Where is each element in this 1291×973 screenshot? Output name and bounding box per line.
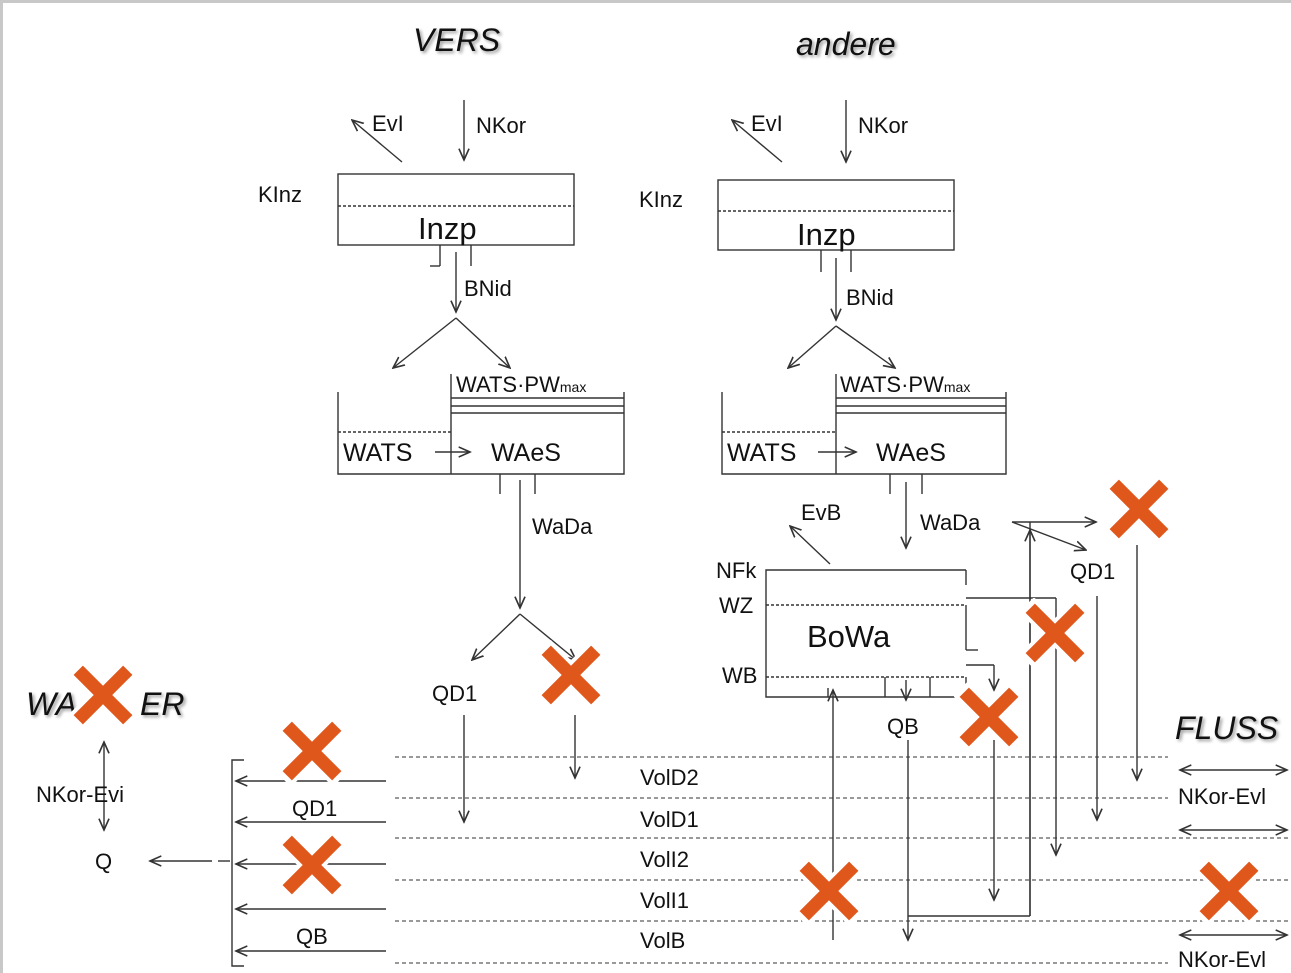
vers-evi-label: EvI: [372, 111, 404, 136]
header-fluss: FLUSS: [1175, 710, 1279, 746]
andere-bowa-label: BoWa: [807, 619, 891, 654]
wasser-nkor-evi-label: NKor-Evi: [36, 782, 125, 807]
vers-qd1-label: QD1: [432, 681, 478, 706]
andere-evi-label: EvI: [751, 111, 783, 136]
andere-wats-label: WATS: [727, 439, 797, 467]
layer-voli2-label: VolI2: [640, 847, 689, 872]
fluss-nkor-evl-label-2: NKor-Evl: [1178, 947, 1267, 972]
vers-wats-label: WATS: [343, 439, 413, 467]
vers-kinz-label: KInz: [258, 182, 303, 207]
andere-kinz-label: KInz: [639, 187, 684, 212]
andere-wb-label: WB: [722, 663, 758, 688]
cross-mark-icon: [536, 640, 606, 710]
andere-inzp-label: Inzp: [797, 217, 856, 252]
vers-wada-label: WaDa: [532, 514, 593, 539]
andere-wats-pw-label: WATS·PWmax: [840, 372, 971, 397]
layer-flow-qd1-label: QD1: [292, 796, 338, 821]
vers-split-right: [455, 317, 510, 368]
andere-evi-arrow: [732, 120, 783, 163]
cross-mark-icon: [68, 660, 138, 730]
header-vers: VERS: [413, 22, 501, 58]
vers-split-left: [393, 317, 457, 368]
layer-vold2-label: VolD2: [640, 765, 699, 790]
andere-nfk-label: NFk: [716, 558, 757, 583]
vers-wats-pw-label: WATS·PWmax: [456, 372, 587, 397]
andere-wats-box: [721, 392, 1007, 475]
cross-mark-icon: [277, 830, 347, 900]
andere-wz-label: WZ: [719, 593, 754, 618]
andere-qb-label: QB: [887, 714, 919, 739]
andere-nkor-label: NKor: [858, 113, 909, 138]
andere-evb-label: EvB: [801, 500, 842, 525]
vers-inzp-label: Inzp: [418, 211, 477, 246]
vers-wats-box: [337, 392, 625, 475]
vers-nkor-label: NKor: [476, 113, 527, 138]
vers-inzp-box: [337, 173, 575, 246]
fluss-nkor-evl-label-1: NKor-Evl: [1178, 784, 1267, 809]
layer-bracket: [231, 759, 244, 967]
layer-flow-qb-label: QB: [296, 924, 328, 949]
cross-mark-icon: [1104, 474, 1174, 544]
cross-mark-icon: [277, 716, 347, 786]
header-wasser-end: ER: [140, 686, 185, 722]
andere-waes-label: WAeS: [876, 439, 946, 467]
andere-qd1-label: QD1: [1070, 559, 1116, 584]
cross-mark-icon: [1194, 856, 1264, 926]
header-wasser-start: WA: [26, 686, 77, 722]
layer-vold1-label: VolD1: [640, 807, 699, 832]
layer-voli1-label: VolI1: [640, 888, 689, 913]
vers-evi-arrow: [352, 120, 403, 163]
andere-bowa-box: [765, 569, 966, 698]
andere-wada-label: WaDa: [920, 510, 981, 535]
andere-evb-arrow: [790, 526, 831, 565]
andere-bnid-label: BNid: [846, 285, 894, 310]
header-andere: andere: [796, 26, 896, 62]
vers-waes-label: WAeS: [491, 439, 561, 467]
layer-volb-label: VolB: [640, 928, 686, 953]
vers-qd1-split-left: [472, 613, 521, 660]
vers-qd1-split-right: [519, 613, 576, 660]
cross-mark-icon: [794, 856, 864, 926]
andere-inzp-box: [717, 179, 955, 251]
vers-bnid-label: BNid: [464, 276, 512, 301]
wasser-q-label: Q: [95, 849, 113, 874]
cross-mark-icon: [1020, 598, 1090, 668]
cross-mark-icon: [954, 682, 1024, 752]
